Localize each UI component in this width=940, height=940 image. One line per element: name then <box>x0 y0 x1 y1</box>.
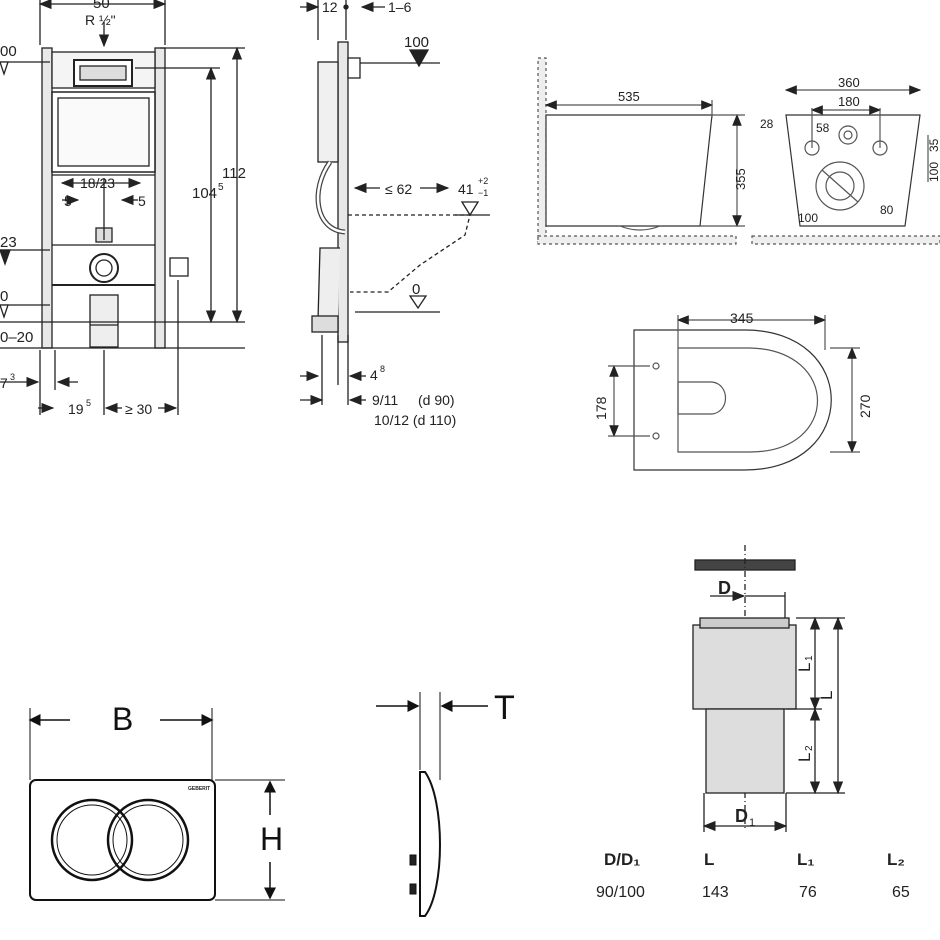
pipe-d1-sub: 1 <box>749 817 755 829</box>
frame-front-view <box>0 0 245 415</box>
d100a-label: 100 <box>927 162 940 182</box>
d1012-label: 10/12 (d 110) <box>374 412 456 428</box>
w180-label: 180 <box>838 94 860 109</box>
dist-19-label: 19 <box>68 401 84 417</box>
dist-19-sup: 5 <box>86 398 91 408</box>
table-cell-l: 143 <box>702 884 729 901</box>
d80-label: 80 <box>880 203 894 217</box>
table-header-l: L <box>704 850 715 869</box>
w360-label: 360 <box>838 75 860 90</box>
flush-plate-front <box>28 708 285 901</box>
height-h-label: H <box>260 821 283 857</box>
table-cell-l2: 65 <box>892 884 910 901</box>
top-bolt-label: 178 <box>593 396 609 420</box>
d41-tol-minus: −1 <box>478 188 488 198</box>
d41-label: 41 <box>458 181 474 197</box>
bowl-height-label: 355 <box>733 168 748 190</box>
bowl-top-labels: 345 270 178 <box>593 310 873 420</box>
flush-plate-side-labels: T <box>494 689 515 727</box>
width-50-label: 50 <box>93 0 110 12</box>
top-length-label: 345 <box>730 310 754 326</box>
d12-label: 12 <box>322 0 338 15</box>
frame-front-labels: 50 R ½" 112 104 5 18/23 5 5 00 23 0 0–20… <box>0 0 246 417</box>
five-left-label: 5 <box>64 193 72 209</box>
bowl-back-labels: 360 180 28 58 35 100 100 80 <box>760 75 940 225</box>
pipe-fitting <box>692 545 845 832</box>
dist-7-label: 7 <box>0 375 8 391</box>
d16-label: 1–6 <box>388 0 412 15</box>
range-020-label: 0–20 <box>0 329 33 346</box>
d100b-label: 100 <box>798 211 818 225</box>
table-header-l1: L₁ <box>797 850 815 869</box>
d41-tol-plus: +2 <box>478 176 488 186</box>
pipe-d-label: D <box>718 578 731 598</box>
spacing-1823-label: 18/23 <box>80 175 115 191</box>
flush-plate-side <box>376 692 488 917</box>
pipe-l2-label: L <box>795 753 814 762</box>
height-104-sup: 5 <box>218 182 224 193</box>
width-b-label: B <box>112 701 133 737</box>
height-104-label: 104 <box>192 185 217 202</box>
thread-label: R ½" <box>85 12 116 28</box>
brand-logo: GEBERIT <box>188 786 210 792</box>
d35-label: 35 <box>927 138 940 152</box>
le62-label: ≤ 62 <box>385 181 412 197</box>
level-00-label: 00 <box>0 43 17 60</box>
d28-label: 28 <box>760 117 774 131</box>
bowl-side-view <box>537 57 745 245</box>
flush-plate-labels: B H GEBERIT <box>112 701 283 857</box>
bowl-top-view <box>608 315 860 471</box>
d4-label: 4 <box>370 367 378 383</box>
thickness-t-label: T <box>494 689 515 727</box>
dist-30-label: ≥ 30 <box>125 401 152 417</box>
pipe-dimension-table: D/D₁ L L₁ L₂ 90/100 143 76 65 <box>596 846 930 906</box>
level-23-label: 23 <box>0 234 17 251</box>
pipe-d1-label: D <box>735 806 748 826</box>
level-100-label: 100 <box>404 34 429 51</box>
d911-note: (d 90) <box>418 392 455 408</box>
table-cell-d: 90/100 <box>596 884 645 901</box>
bowl-length-label: 535 <box>618 89 640 104</box>
dist-7-sup: 3 <box>10 372 15 382</box>
table-cell-l1: 76 <box>799 884 817 901</box>
height-112-label: 112 <box>222 165 246 182</box>
top-width-label: 270 <box>857 394 873 418</box>
table-header-l2: L₂ <box>887 850 905 869</box>
five-right-label: 5 <box>138 193 146 209</box>
side-level-0-label: 0 <box>412 281 420 298</box>
pipe-l2-sub: 2 <box>804 745 815 751</box>
level-0-label: 0 <box>0 288 8 305</box>
d4-sup: 8 <box>380 364 385 374</box>
bowl-back-view <box>751 85 940 245</box>
pipe-l-label: L <box>817 691 836 700</box>
d58-label: 58 <box>816 121 830 135</box>
frame-side-view <box>300 0 490 406</box>
frame-side-labels: 12 1–6 100 ≤ 62 41 +2 −1 0 4 8 9/11 (d 9… <box>322 0 488 428</box>
d911-label: 9/11 <box>372 392 398 408</box>
pipe-l1-sub: 1 <box>804 655 815 661</box>
pipe-labels: D D 1 L L 1 L 2 <box>718 578 836 829</box>
bowl-side-labels: 535 355 <box>618 89 748 190</box>
pipe-l1-label: L <box>795 663 814 672</box>
table-header-d: D/D₁ <box>604 850 641 869</box>
